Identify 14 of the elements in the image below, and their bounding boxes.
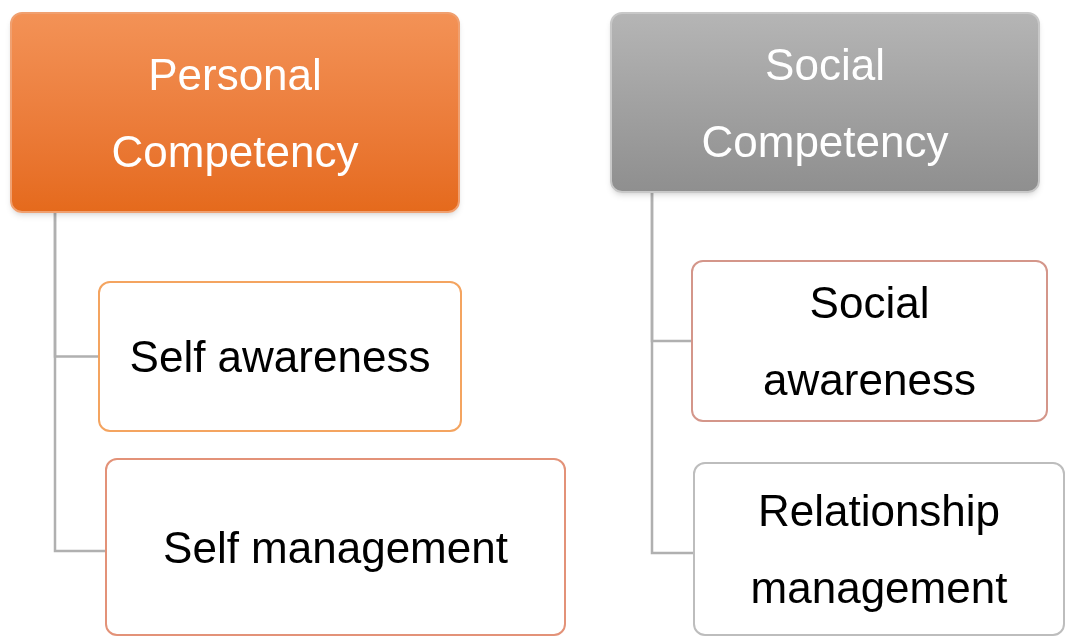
connector-line	[650, 193, 693, 555]
item-box	[691, 260, 1048, 422]
box-label: Social awareness	[762, 277, 977, 406]
box-label: Self awareness	[129, 331, 431, 383]
box-label: Self management	[163, 521, 508, 574]
box-label: Relationship management	[749, 485, 1009, 614]
connector-line	[53, 213, 105, 553]
box-label: Social Competency	[700, 38, 950, 168]
item-box	[98, 281, 462, 432]
item-box	[105, 458, 566, 636]
item-box	[693, 462, 1065, 636]
category-box	[610, 12, 1040, 193]
category-box	[10, 12, 460, 213]
box-label: Personal Competency	[110, 48, 360, 178]
